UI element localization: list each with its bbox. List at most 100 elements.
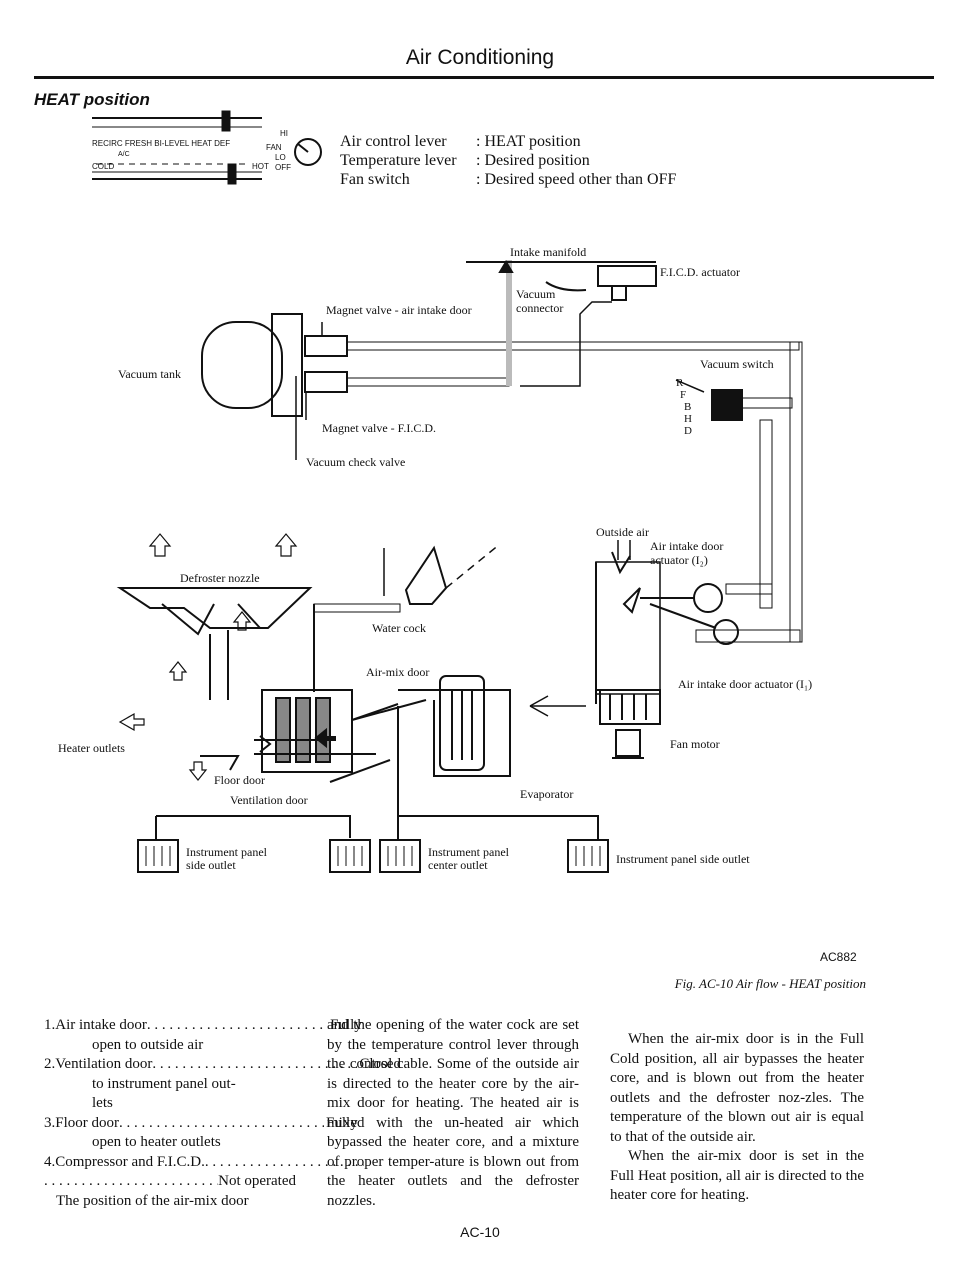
label-ip-side-left-2: side outlet xyxy=(186,858,236,872)
setting-value: : Desired speed other than OFF xyxy=(476,171,677,188)
label-vacuum-tank: Vacuum tank xyxy=(118,367,181,381)
door-position-list: 1. Air intake doorFully open to outside … xyxy=(44,1016,401,1211)
list-item: 1. Air intake doorFully xyxy=(44,1016,362,1036)
control-panel-icon: RECIRC FRESH BI-LEVEL HEAT DEF A/C COLD … xyxy=(92,110,322,185)
section-title: HEAT position xyxy=(34,90,150,109)
setting-value: : HEAT position xyxy=(476,133,581,150)
list-number: 1. xyxy=(44,1017,56,1033)
label-air-mix-door: Air-mix door xyxy=(366,665,429,679)
vacuum-line-ficd xyxy=(346,377,510,387)
magnet-valve-ficd xyxy=(304,371,348,393)
vacuum-system xyxy=(201,260,803,645)
label-ip-center-1: Instrument panel xyxy=(428,845,510,859)
ficd-line xyxy=(520,301,612,387)
list-item: 2. Ventilation door Closed xyxy=(44,1055,401,1075)
setting-value: : Desired position xyxy=(476,152,590,169)
label-ficd-actuator: F.I.C.D. actuator xyxy=(660,265,740,279)
center-outlet xyxy=(379,839,421,873)
body-column-2: and the opening of the water cock are se… xyxy=(327,1017,579,1209)
magnet-valve-air xyxy=(304,335,348,357)
label-switch-h: H xyxy=(684,413,692,425)
lever-settings: Air control lever : HEAT position Temper… xyxy=(340,132,676,189)
panel-hi-label: HI xyxy=(280,129,288,138)
label-air-intake-i2-1: Air intake door xyxy=(650,539,723,553)
list-item: 3. Floor door Fully xyxy=(44,1114,358,1134)
label-defroster-nozzle: Defroster nozzle xyxy=(180,571,260,585)
header-rule xyxy=(34,76,934,79)
setting-key: Air control lever xyxy=(340,133,447,150)
label-ip-side-right: Instrument panel side outlet xyxy=(616,852,750,866)
label-vacuum-switch: Vacuum switch xyxy=(700,357,774,371)
list-label: Ventilation door xyxy=(55,1056,153,1072)
evaporator xyxy=(439,675,485,771)
list-number: 3. xyxy=(44,1114,56,1131)
label-intake-manifold: Intake manifold xyxy=(510,245,586,259)
vacuum-line-bottom xyxy=(695,629,801,643)
label-switch-b: B xyxy=(684,401,691,413)
list-label: Floor door xyxy=(55,1114,119,1131)
figure-caption: Fig. AC-10 Air flow - HEAT position xyxy=(674,976,866,991)
panel-fan-label: FAN xyxy=(266,143,282,152)
panel-lo-label: LO xyxy=(275,153,286,162)
label-ventilation-door: Ventilation door xyxy=(230,793,308,807)
paragraph: When the air-mix door is in the Full Col… xyxy=(610,1031,864,1145)
page-header: Air Conditioning xyxy=(405,46,555,69)
heater-unit xyxy=(116,533,661,873)
label-ip-side-left-1: Instrument panel xyxy=(186,845,268,859)
list-value: Closed xyxy=(359,1056,401,1072)
air-mix-door xyxy=(351,699,427,721)
label-vacuum-connector-1: Vacuum xyxy=(516,287,556,301)
body-column-3: When the air-mix door is in the Full Col… xyxy=(610,1030,864,1206)
label-switch-d: D xyxy=(684,425,692,437)
actuator-i2 xyxy=(693,583,723,613)
heater-core-box xyxy=(261,689,353,773)
label-floor-door: Floor door xyxy=(214,773,265,787)
panel-hot-label: HOT xyxy=(252,162,269,171)
label-magnet-valve-air: Magnet valve - air intake door xyxy=(326,303,472,317)
label-switch-f: F xyxy=(680,389,686,401)
label-heater-outlets: Heater outlets xyxy=(58,741,125,755)
figure-code: AC882 xyxy=(820,950,857,964)
list-item: 4. Compressor and F.I.C.D. xyxy=(44,1153,296,1173)
label-air-intake-i2-2: actuator (I₂) xyxy=(650,553,708,567)
ficd-actuator xyxy=(597,265,657,287)
label-vacuum-connector-2: connector xyxy=(516,301,563,315)
list-number: 4. xyxy=(44,1153,56,1170)
vacuum-tank-shape xyxy=(201,321,283,409)
vacuum-switch-body xyxy=(711,389,743,421)
label-outside-air: Outside air xyxy=(596,525,649,539)
panel-off-label: OFF xyxy=(275,163,291,172)
label-evaporator: Evaporator xyxy=(520,787,573,801)
list-label: Air intake door xyxy=(55,1017,147,1033)
label-switch-r: R xyxy=(676,377,684,389)
setting-row: Fan switch : Desired speed other than OF… xyxy=(340,170,676,189)
list-label: Compressor and F.I.C.D. xyxy=(55,1153,205,1170)
list-number: 2. xyxy=(44,1056,56,1072)
label-fan-motor: Fan motor xyxy=(670,737,720,751)
label-water-cock: Water cock xyxy=(372,621,426,635)
list-sub: to instrument panel out- xyxy=(92,1075,236,1092)
list-sub: open to heater outlets xyxy=(92,1134,221,1150)
not-operated: Not operated xyxy=(218,1173,296,1189)
list-value: Fully xyxy=(326,1114,358,1131)
list-dotline: . . . . . . . . . . . . . . . . . . . . … xyxy=(44,1172,296,1192)
fan-motor xyxy=(615,729,641,757)
defroster-duct xyxy=(116,587,313,629)
side-outlet-left xyxy=(137,839,179,873)
label-magnet-valve-ficd: Magnet valve - F.I.C.D. xyxy=(322,421,436,435)
vacuum-line-main xyxy=(346,341,800,351)
label-vacuum-check-valve: Vacuum check valve xyxy=(306,455,405,469)
panel-ac-mark: A/C xyxy=(118,151,130,158)
vacuum-tank-neck xyxy=(271,313,303,417)
blower xyxy=(599,689,661,725)
setting-row: Temperature lever : Desired position xyxy=(340,151,676,170)
panel-mode-labels: RECIRC FRESH BI-LEVEL HEAT DEF xyxy=(92,139,230,148)
label-ip-center-2: center outlet xyxy=(428,858,488,872)
setting-key: Temperature lever xyxy=(340,152,457,169)
page-number: AC-10 xyxy=(460,1224,500,1240)
paragraph: When the air-mix door is set in the Full… xyxy=(610,1148,864,1203)
vacuum-line-right xyxy=(789,341,803,643)
list-sub: lets xyxy=(92,1095,113,1111)
list-sub: open to outside air xyxy=(92,1036,204,1053)
